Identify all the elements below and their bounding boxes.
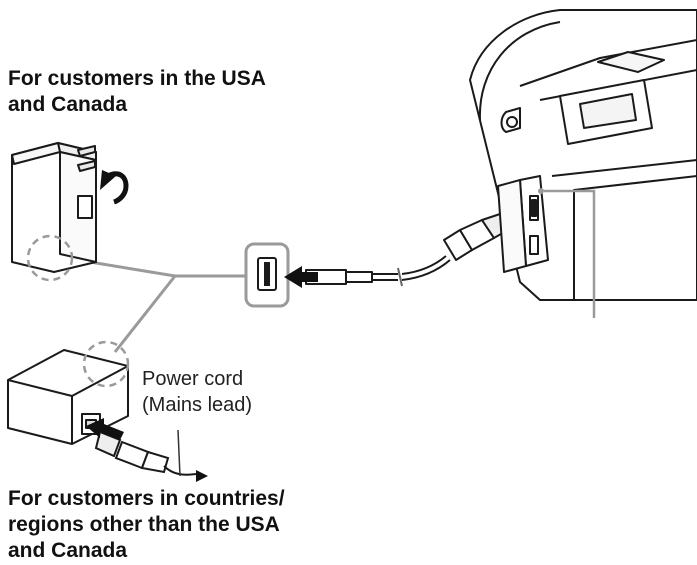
charge-lamp-leader bbox=[544, 189, 596, 318]
usa-adapter-icon bbox=[11, 142, 97, 273]
other-adapter-icon bbox=[7, 349, 129, 445]
other-regions-heading: For customers in countries/ regions othe… bbox=[8, 486, 285, 564]
power-cord-icon bbox=[94, 429, 197, 477]
plug-in-arrow-icon bbox=[86, 418, 124, 440]
usa-adapter-highlight bbox=[26, 234, 74, 282]
usb-cable-icon bbox=[305, 213, 509, 287]
power-cord-line-1: Power cord bbox=[142, 368, 244, 390]
cord-end-arrow-icon bbox=[196, 470, 208, 482]
power-cord-label: Power cord (Mains lead) bbox=[142, 366, 252, 418]
connector-lines bbox=[89, 260, 246, 353]
usa-heading-line-1: For customers in the USA bbox=[8, 67, 266, 90]
other-heading-line-1: For customers in countries/ bbox=[8, 487, 285, 510]
charge-lamp-icon bbox=[538, 188, 544, 194]
other-adapter-highlight bbox=[82, 340, 130, 388]
power-cord-line-2: (Mains lead) bbox=[142, 394, 253, 416]
usb-insert-arrow-icon bbox=[284, 266, 318, 288]
other-heading-line-2: regions other than the USA bbox=[8, 513, 280, 536]
other-heading-line-3: and Canada bbox=[8, 539, 128, 562]
usa-heading-line-2: and Canada bbox=[8, 93, 128, 116]
usa-canada-heading: For customers in the USA and Canada bbox=[8, 66, 266, 118]
rotate-arrow-icon bbox=[100, 170, 129, 205]
usb-port-box bbox=[244, 242, 290, 308]
camera-icon bbox=[469, 9, 697, 301]
